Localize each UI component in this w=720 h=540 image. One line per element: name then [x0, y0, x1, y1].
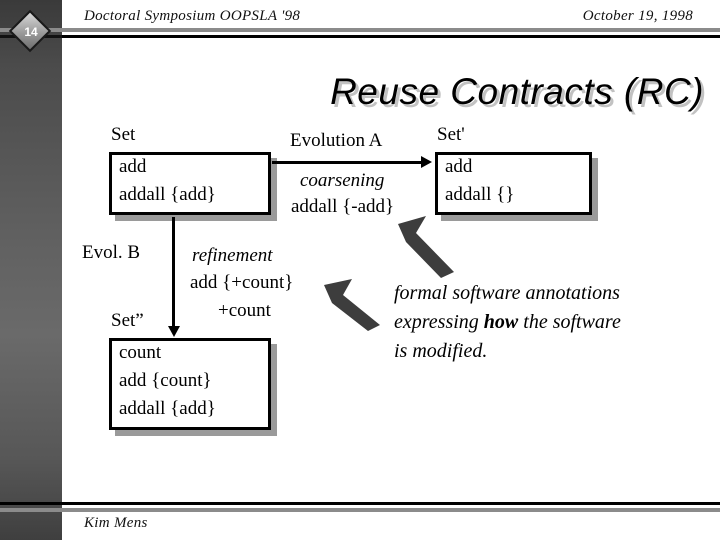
evolution-a-arrow-line	[272, 161, 422, 164]
box-set-prime-line-2: addall {}	[445, 184, 515, 205]
box-set: add addall {add}	[109, 152, 271, 215]
footer-author: Kim Mens	[84, 515, 148, 531]
box-label-set-double-prime: Set”	[111, 310, 144, 331]
header-rule-gray	[0, 28, 720, 32]
box-set-double-prime: count add {count} addall {add}	[109, 338, 271, 430]
callout-arrow-lower-icon	[324, 279, 380, 331]
evolution-b-arrow-head	[168, 326, 180, 337]
evolution-a-kind: coarsening	[300, 170, 385, 191]
evolution-a-operation: addall {-add}	[291, 196, 395, 217]
box-set-line-1: add	[119, 156, 147, 177]
callout-arrow-upper-icon	[398, 216, 454, 278]
box-set-double-prime-line-3: addall {add}	[119, 398, 216, 419]
evolution-a-arrow-head	[421, 156, 432, 168]
box-label-set-prime: Set'	[437, 124, 465, 145]
page-title: Reuse Contracts (RC)	[330, 71, 704, 112]
annotation-line-3: is modified.	[394, 340, 488, 362]
header-rule-black	[62, 35, 720, 38]
evolution-b-operation: add {+count}	[190, 272, 294, 293]
sidebar-decoration-band	[0, 0, 62, 540]
evolution-b-kind: refinement	[192, 245, 273, 266]
box-label-set: Set	[111, 124, 136, 145]
annotation-line-2-pre: expressing	[394, 311, 484, 333]
box-set-double-prime-line-1: count	[119, 342, 162, 363]
evolution-b-name: Evol. B	[82, 242, 141, 263]
evolution-b-arrow-line	[172, 217, 175, 329]
evolution-b-extra: +count	[218, 300, 271, 321]
annotation-text: formal software annotations expressing h…	[394, 279, 694, 366]
evolution-a-name: Evolution A	[290, 130, 383, 151]
footer-rule-gray	[0, 508, 720, 512]
header-right-text: October 19, 1998	[582, 8, 693, 24]
annotation-line-1: formal software annotations	[394, 282, 620, 304]
annotation-line-2-emphasis: how	[483, 311, 519, 333]
footer-rule-black	[0, 502, 720, 505]
box-set-double-prime-line-2: add {count}	[119, 370, 212, 391]
box-set-prime-line-1: add	[445, 156, 473, 177]
page-number-label: 14	[24, 25, 38, 39]
page-number-badge: 14	[8, 9, 52, 53]
box-set-prime: add addall {}	[435, 152, 592, 215]
box-set-line-2: addall {add}	[119, 184, 216, 205]
annotation-line-2: expressing how the software	[394, 308, 694, 337]
annotation-line-2-post: the software	[518, 311, 621, 333]
header-left-text: Doctoral Symposium OOPSLA '98	[84, 8, 301, 24]
